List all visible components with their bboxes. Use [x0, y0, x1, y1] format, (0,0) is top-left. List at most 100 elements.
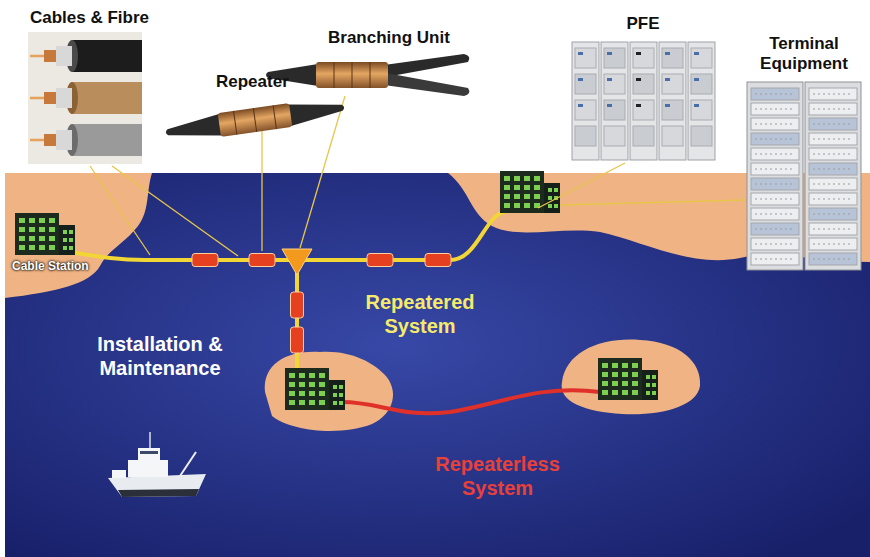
repeater-icon [192, 254, 218, 267]
cable-copper [44, 50, 56, 62]
pfe-rack [601, 42, 628, 160]
rack-module [751, 238, 799, 250]
rack-frame [805, 82, 861, 270]
part-heading: Repeater [216, 72, 306, 92]
branching-unit-icon [282, 249, 312, 275]
rack-slot [755, 244, 795, 245]
leader-line [261, 130, 262, 251]
rack-module [751, 223, 799, 235]
repeater-housing [164, 96, 346, 145]
repeater-icon [425, 254, 451, 267]
leader-line [112, 166, 238, 256]
rack-module [809, 88, 857, 100]
branching-unit-band [334, 62, 335, 88]
rack-slot [813, 214, 853, 215]
cable-sheath [72, 124, 142, 156]
rack-module [691, 48, 712, 68]
cable-station-building [15, 213, 75, 255]
rack-module [809, 103, 857, 115]
cable-sample [30, 40, 142, 72]
rack-slot [813, 184, 853, 185]
rack-indicator [694, 78, 699, 81]
repeater-taper [287, 97, 346, 127]
rack-frame [601, 42, 628, 160]
rack-module [604, 48, 625, 68]
rack-module [751, 133, 799, 145]
rack-indicator [636, 52, 641, 55]
cable-fibre [30, 55, 44, 58]
leader-lines [90, 96, 745, 256]
rack-slot [755, 199, 795, 200]
rack-module [633, 48, 654, 68]
pfe-rack [572, 42, 599, 160]
terminal-rack [805, 82, 861, 270]
ocean [5, 173, 870, 557]
rack-module [809, 253, 857, 265]
rack-frame [630, 42, 657, 160]
ship-bridge [138, 448, 160, 460]
rack-indicator [665, 52, 670, 55]
rack-module [751, 193, 799, 205]
rack-slot [755, 259, 795, 260]
cable-station-picture [14, 203, 76, 257]
rack-slot [813, 124, 853, 125]
rack-indicator [665, 78, 670, 81]
branching-unit-housing [266, 54, 469, 96]
land-bottom-centre [265, 352, 393, 431]
repeater-icon [367, 254, 393, 267]
part-heading: Branching Unit [328, 28, 468, 48]
land-bottom-right [562, 340, 701, 415]
rack-module [691, 126, 712, 146]
cable-station-building [598, 358, 658, 400]
rack-module [751, 88, 799, 100]
rack-module [809, 178, 857, 190]
rack-module [691, 100, 712, 120]
repeater-icon [291, 327, 304, 353]
cable-insulation [56, 46, 72, 66]
leader-line [538, 163, 625, 208]
activity-label: Installation & Maintenance [92, 332, 228, 380]
rack-slot [813, 229, 853, 230]
pfe-photo-picture [568, 38, 718, 162]
terminal-rack [747, 82, 803, 270]
rack-slot [813, 109, 853, 110]
terminal-equipment-photo-picture [745, 82, 863, 272]
photo-background [28, 32, 142, 164]
rack-module [809, 238, 857, 250]
rack-module [662, 126, 683, 146]
cable-fibre [30, 97, 44, 100]
pfe-rack [688, 42, 715, 160]
leader-line [560, 200, 745, 205]
rack-module [633, 100, 654, 120]
rack-indicator [578, 52, 583, 55]
rack-module [575, 74, 596, 94]
station-label: Cable Station [12, 259, 100, 273]
rack-module [751, 253, 799, 265]
rack-slot [813, 169, 853, 170]
rack-slot [755, 139, 795, 140]
repeater-taper [164, 114, 223, 144]
rack-module [809, 223, 857, 235]
land-left [5, 173, 152, 298]
branching-unit-band [352, 62, 353, 88]
rack-indicator [607, 104, 612, 107]
rack-indicator [694, 52, 699, 55]
part-heading: PFE [568, 14, 718, 34]
ship-mast [149, 432, 151, 448]
rack-module [662, 100, 683, 120]
repeater-band [253, 108, 256, 132]
repeater-icon [291, 292, 304, 318]
rack-module [751, 148, 799, 160]
ship-superstructure [128, 460, 168, 477]
part-heading: Terminal Equipment [742, 34, 866, 74]
rack-module [575, 100, 596, 120]
cable-sample [30, 124, 142, 156]
cable-ship [108, 432, 206, 497]
branching-unit-photo: Branching Unit [262, 28, 477, 98]
cable-insulation [56, 130, 72, 150]
rack-module [662, 74, 683, 94]
rack-module [691, 74, 712, 94]
rack-module [604, 126, 625, 146]
rack-indicator [607, 78, 612, 81]
